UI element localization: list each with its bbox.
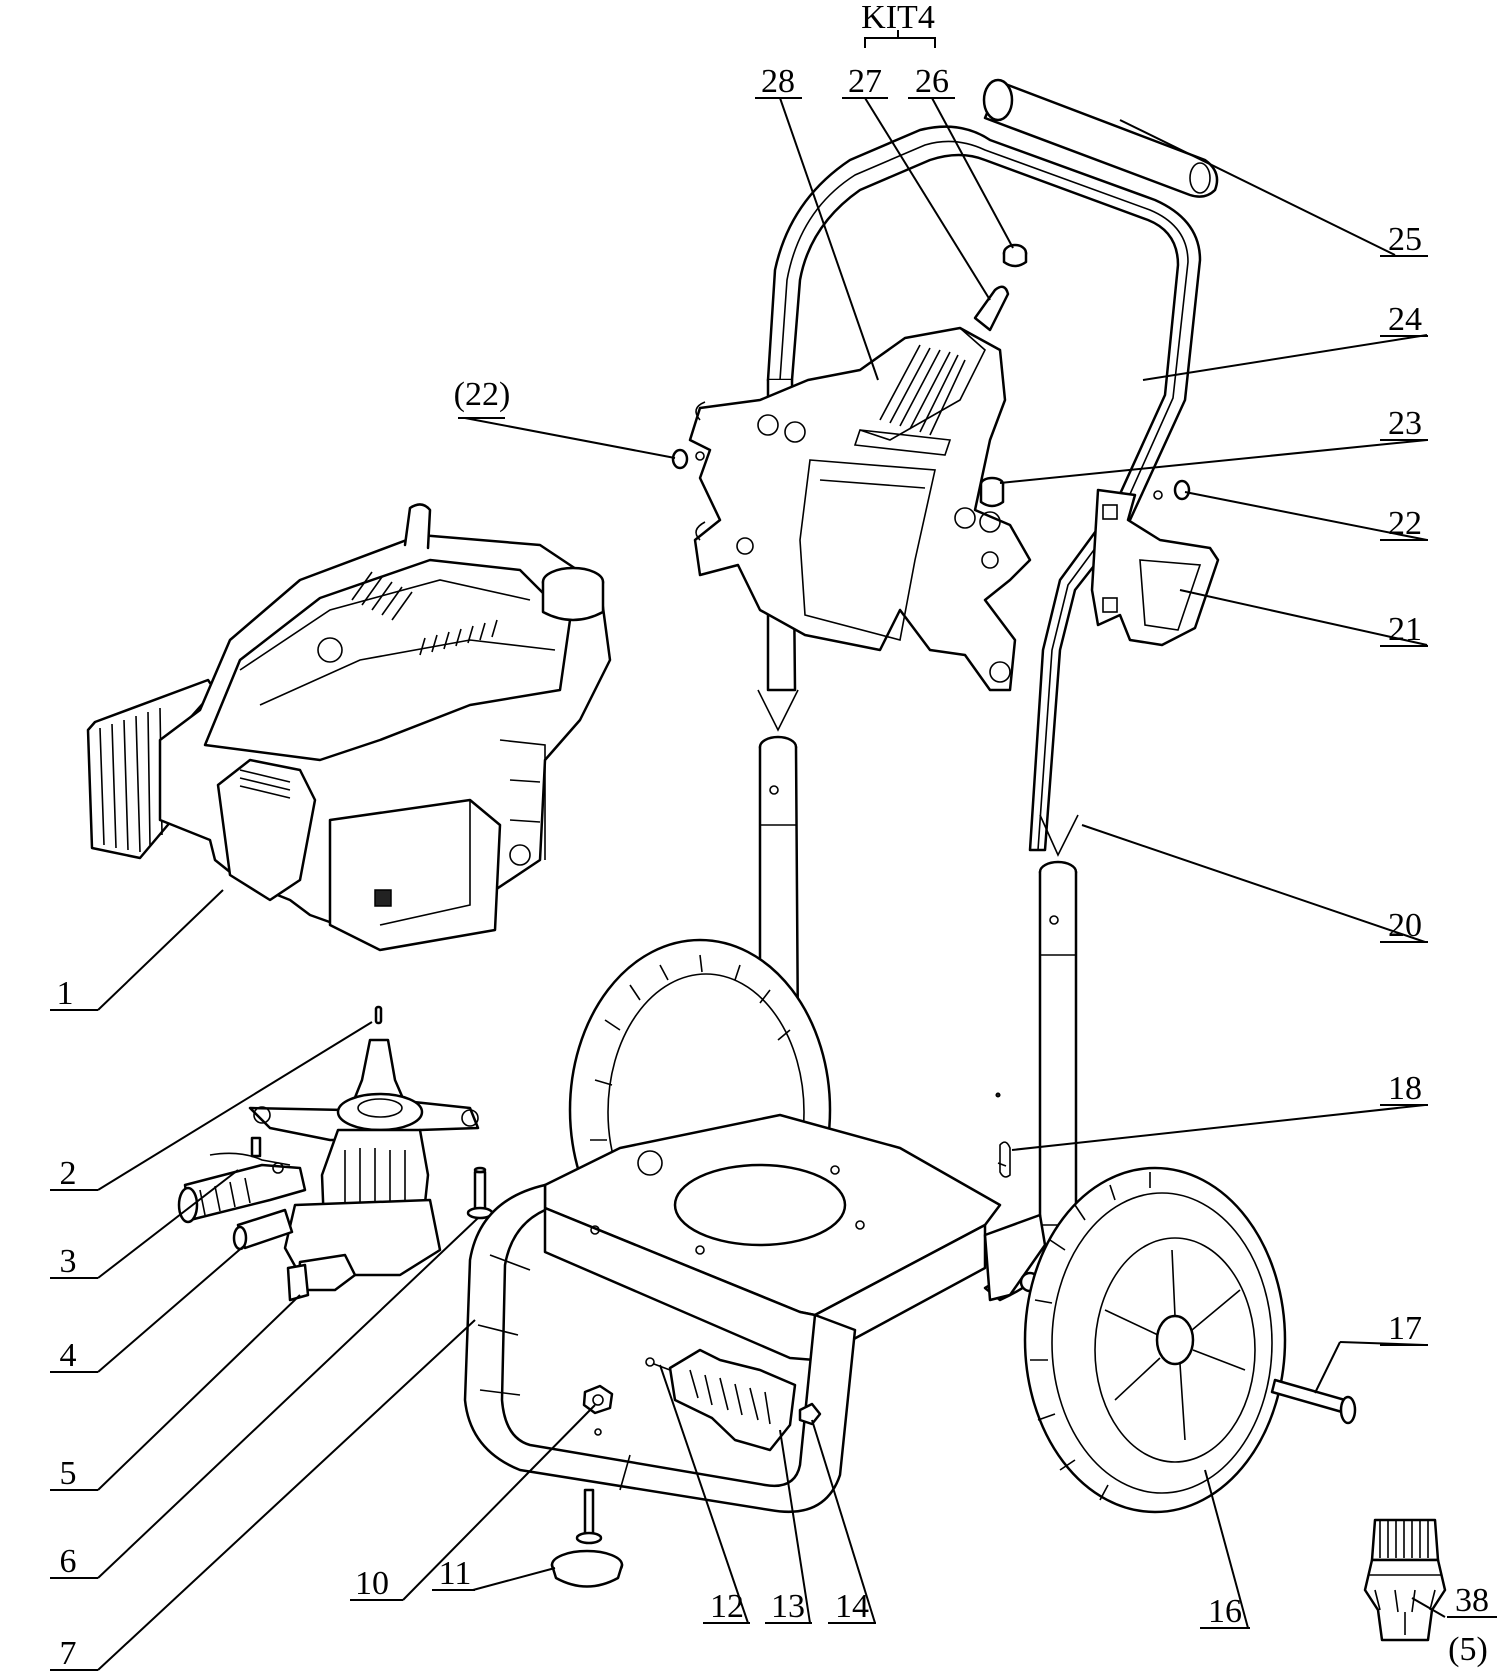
- callout-26: 26: [915, 63, 949, 100]
- base-plate: [543, 1113, 1047, 1362]
- pump-illustration: [177, 1038, 480, 1302]
- callout-21: 21: [1388, 611, 1422, 648]
- callout-22-ref: (22): [454, 376, 511, 413]
- kit-label: KIT4: [861, 0, 935, 36]
- callout-10: 10: [355, 1565, 389, 1602]
- callout-20: 20: [1388, 907, 1422, 944]
- callout-28: 28: [761, 63, 795, 100]
- screw-22-right: [1153, 479, 1191, 501]
- foot-11: [550, 1488, 624, 1588]
- front-handle: [463, 1183, 857, 1514]
- callout-5: 5: [60, 1455, 77, 1492]
- spacer-23: [979, 476, 1005, 508]
- callout-16: 16: [1208, 1593, 1242, 1630]
- callout-2: 2: [60, 1155, 77, 1192]
- nut-10: [582, 1384, 614, 1436]
- hitch-pin: [995, 1092, 1011, 1178]
- callout-17: 17: [1388, 1310, 1422, 1347]
- engine-illustration: [86, 503, 612, 952]
- roll-pin: [374, 1005, 383, 1025]
- callout-13: 13: [771, 1588, 805, 1625]
- callout-25: 25: [1388, 221, 1422, 258]
- callout-38-qty: (5): [1448, 1631, 1488, 1668]
- callout-14: 14: [835, 1588, 869, 1625]
- callout-23: 23: [1388, 405, 1422, 442]
- callout-38: 38: [1455, 1582, 1489, 1619]
- callout-6: 6: [60, 1543, 77, 1580]
- axle-bolt: [1270, 1378, 1357, 1425]
- control-panel: [688, 243, 1032, 692]
- callout-12: 12: [710, 1588, 744, 1625]
- callout-7: 7: [60, 1635, 77, 1672]
- handle-grip: [982, 78, 1219, 198]
- callout-11: 11: [439, 1555, 472, 1592]
- callout-1: 1: [57, 975, 74, 1012]
- callout-22: 22: [1388, 505, 1422, 542]
- hose-hook: [645, 1348, 822, 1452]
- screw-22-left: [671, 448, 705, 470]
- leader-lines: [50, 30, 1446, 1671]
- callout-4: 4: [60, 1337, 77, 1374]
- callout-24: 24: [1388, 301, 1422, 338]
- quick-connect-38: [1363, 1518, 1447, 1642]
- cord-hook: [1090, 488, 1220, 647]
- callout-27: 27: [848, 63, 882, 100]
- callout-3: 3: [60, 1243, 77, 1280]
- rear-wheel-right: [1023, 1166, 1287, 1514]
- callout-18: 18: [1388, 1070, 1422, 1107]
- callout-labels: KIT4 28 27 26 25 24 (22) 23 22 21 20 18 …: [50, 0, 1497, 1672]
- bolt-6: [466, 1166, 494, 1220]
